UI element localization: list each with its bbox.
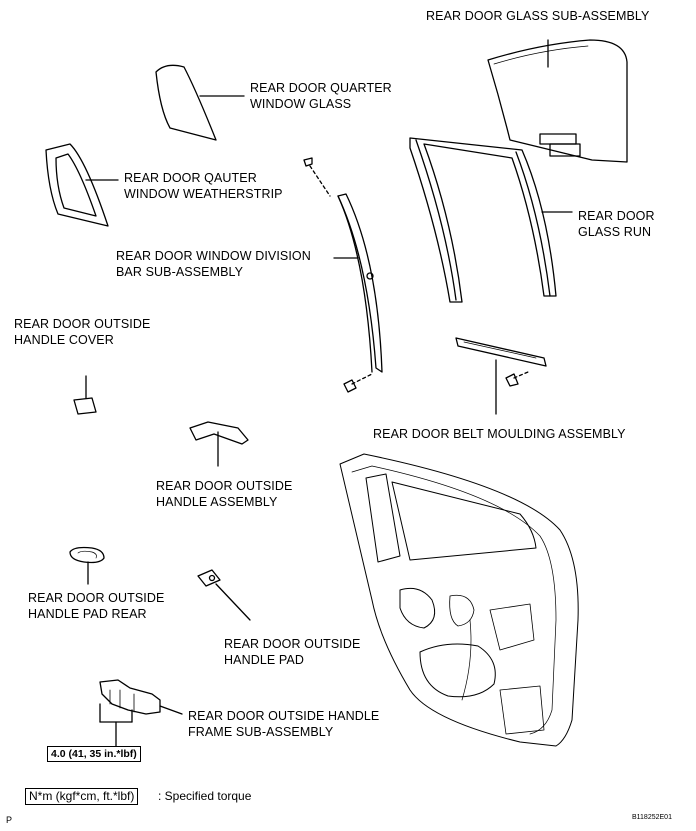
- handle-cover-part: [73, 375, 97, 415]
- label-handle-assembly: REAR DOOR OUTSIDE HANDLE ASSEMBLY: [156, 479, 293, 509]
- quarter-weatherstrip-part: [45, 143, 119, 227]
- label-handle-frame: REAR DOOR OUTSIDE HANDLE FRAME SUB-ASSEM…: [188, 709, 380, 739]
- label-glass-sub-assembly: REAR DOOR GLASS SUB-ASSEMBLY: [426, 9, 650, 23]
- label-quarter-window-glass: REAR DOOR QUARTER WINDOW GLASS: [250, 81, 392, 111]
- label-handle-cover: REAR DOOR OUTSIDE HANDLE COVER: [14, 317, 151, 347]
- division-bar-part: [303, 157, 383, 393]
- label-glass-run: REAR DOOR GLASS RUN: [578, 209, 655, 239]
- handle-frame-part: [99, 679, 183, 747]
- label-handle-pad: REAR DOOR OUTSIDE HANDLE PAD: [224, 637, 361, 667]
- belt-moulding-part: [455, 337, 547, 415]
- page-marker: P: [6, 815, 13, 825]
- handle-pad-rear-part: [69, 546, 105, 585]
- rear-door-panel: [339, 453, 579, 747]
- figure-code: B118252E01: [632, 814, 672, 821]
- quarter-window-glass-part: [155, 64, 245, 141]
- rear-door-glass-part: [487, 39, 628, 163]
- label-handle-pad-rear: REAR DOOR OUTSIDE HANDLE PAD REAR: [28, 591, 165, 621]
- torque-unit-legend-box: N*m (kgf*cm, ft.*lbf): [25, 788, 139, 805]
- handle-pad-part: [197, 569, 251, 621]
- label-quarter-weatherstrip: REAR DOOR QAUTER WINDOW WEATHERSTRIP: [124, 171, 283, 201]
- label-window-division-bar: REAR DOOR WINDOW DIVISION BAR SUB-ASSEMB…: [116, 249, 311, 279]
- torque-value-box: 4.0 (41, 35 in.*lbf): [47, 746, 141, 762]
- label-belt-moulding: REAR DOOR BELT MOULDING ASSEMBLY: [373, 427, 626, 441]
- glass-run-part: [409, 137, 573, 303]
- torque-legend-description: : Specified torque: [158, 789, 252, 803]
- handle-assembly-part: [189, 421, 249, 467]
